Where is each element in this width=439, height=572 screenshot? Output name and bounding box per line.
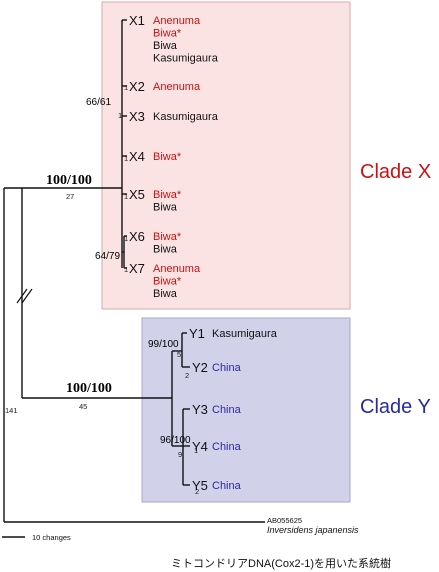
clade-y-branch-length: 45: [79, 402, 87, 411]
node-support-64-79: 64/79: [95, 251, 120, 262]
tip-location-y5: China: [212, 480, 242, 492]
branch-length-label: 9: [178, 450, 182, 459]
tip-id-x2: X2: [129, 79, 145, 94]
tip-location-x1: Anenuma: [153, 15, 201, 27]
clade-y-box: [141, 317, 351, 503]
tip-location-x5: Biwa*: [153, 189, 182, 201]
clade-y-support: 100/100: [66, 381, 112, 396]
tip-location-y2: China: [212, 362, 242, 374]
tip-id-x5: X5: [129, 187, 145, 202]
clade-x-support: 100/100: [46, 173, 92, 188]
tip-id-y2: Y2: [192, 360, 208, 375]
scale-bar-label: 10 changes: [32, 533, 71, 542]
branch-length-label: 1: [124, 83, 128, 92]
branch-length-label: 1: [118, 111, 122, 120]
branch-length-label: 5: [177, 350, 181, 359]
tip-location-x3: Kasumigaura: [153, 111, 219, 123]
node-support-96-100: 96/100: [160, 435, 191, 446]
branch-length-label: 1: [124, 192, 128, 201]
tip-location-x4: Biwa*: [153, 151, 182, 163]
clade-y-label: Clade Y: [360, 396, 431, 418]
tip-id-y5: Y5: [192, 478, 208, 493]
node-support-66-61: 66/61: [86, 97, 111, 108]
tip-location-x1: Biwa: [153, 40, 178, 52]
tip-location-x5: Biwa: [153, 202, 178, 214]
tip-id-y4: Y4: [192, 439, 208, 454]
outgroup-species: Inversidens japanensis: [267, 525, 359, 535]
branch-length-label: 2: [185, 371, 189, 380]
outgroup-branch-length: 141: [5, 406, 18, 415]
tip-location-x7: Anenuma: [153, 263, 201, 275]
tip-location-x1: Biwa*: [153, 28, 182, 40]
tip-location-x7: Biwa: [153, 288, 178, 300]
outgroup-accession: AB055625: [267, 516, 302, 525]
tip-location-x2: Anenuma: [153, 81, 201, 93]
clade-x-box: [101, 1, 351, 310]
tip-location-x6: Biwa*: [153, 231, 182, 243]
clade-x-label: Clade X: [360, 161, 431, 183]
branch-length-label: 1: [124, 154, 128, 163]
tip-id-x7: X7: [129, 261, 145, 276]
clade-x-branch-length: 27: [66, 192, 74, 201]
tip-id-x3: X3: [129, 109, 145, 124]
branch-length-label: 1: [194, 446, 198, 455]
tip-id-x4: X4: [129, 149, 145, 164]
tip-location-x1: Kasumigaura: [153, 53, 219, 65]
branch-length-label: 1: [124, 234, 128, 243]
tip-location-y4: China: [212, 441, 242, 453]
branch-length-label: 1: [124, 265, 128, 274]
node-support-99-100: 99/100: [148, 339, 179, 350]
tip-location-y3: China: [212, 404, 242, 416]
tip-location-x6: Biwa: [153, 244, 178, 256]
tip-id-y3: Y3: [192, 402, 208, 417]
tree-branches: [3, 19, 265, 523]
tip-id-x1: X1: [129, 13, 145, 28]
tip-id-x6: X6: [129, 229, 145, 244]
tip-location-x7: Biwa*: [153, 276, 182, 288]
branch-length-label: 2: [195, 487, 199, 496]
tip-location-y1: Kasumigaura: [212, 328, 278, 340]
figure-caption: ミトコンドリアDNA(Cox2-1)を用いた系統樹: [171, 556, 391, 570]
tip-id-y1: Y1: [189, 326, 205, 341]
branch-break-mark: [16, 288, 33, 304]
